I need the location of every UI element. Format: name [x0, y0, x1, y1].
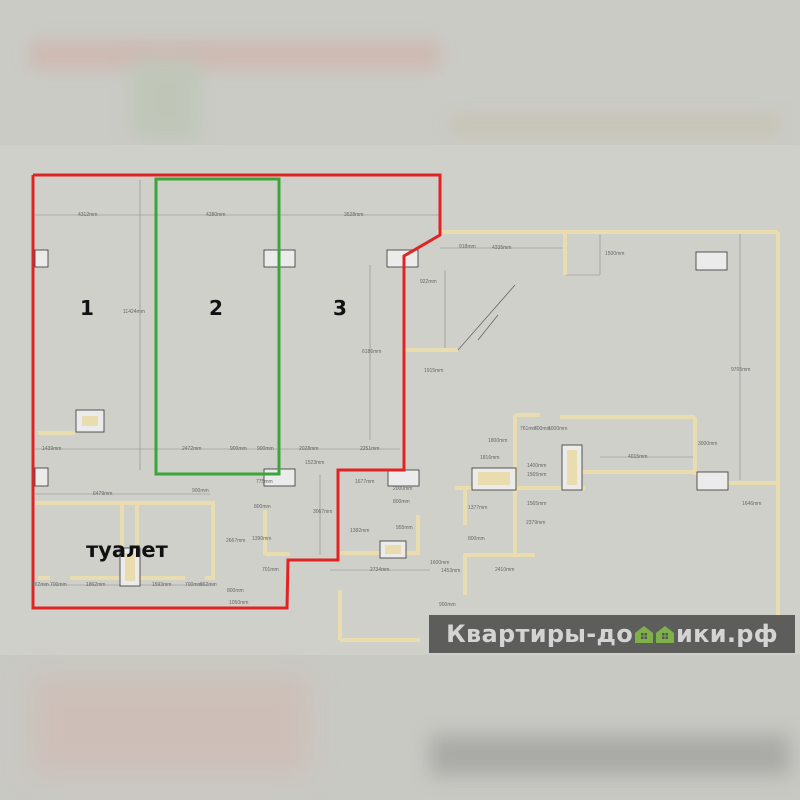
dim-label: 1915mm — [424, 368, 444, 374]
diagonal-wall — [457, 284, 516, 351]
dim-label: 700mm — [185, 582, 202, 588]
dim-label: 3528mm — [344, 212, 364, 218]
dim-label: 1439mm — [42, 446, 62, 452]
room-label-2: 2 — [209, 296, 223, 320]
dim-label: 761mm — [520, 426, 537, 432]
dim-label: 700mm — [534, 426, 551, 432]
dim-label: 922mm — [420, 279, 437, 285]
dim-label: 1400mm — [527, 463, 547, 469]
dim-label: 3000mm — [698, 441, 718, 447]
dimension-lines — [35, 180, 741, 586]
dim-label: 2472mm — [182, 446, 202, 452]
dim-label: 955mm — [396, 525, 413, 531]
dim-label: 800mm — [227, 588, 244, 594]
dim-label: 2410mm — [495, 567, 515, 573]
dim-label: 2000mm — [393, 486, 413, 492]
dim-label: 1593mm — [152, 582, 172, 588]
dim-label: 6479mm — [93, 491, 113, 497]
dim-label: 2667mm — [226, 538, 246, 544]
watermark-text-end: ики.рф — [676, 620, 778, 648]
dim-label: 900mm — [192, 488, 209, 494]
dim-label: 1565mm — [527, 501, 547, 507]
dim-label: 900mm — [257, 446, 274, 452]
green-outline — [154, 177, 281, 476]
dim-label: 900mm — [230, 446, 247, 452]
dim-label: 700mm — [50, 582, 67, 588]
blurred-top-area — [0, 0, 800, 145]
dim-label: 701mm — [262, 567, 279, 573]
dim-label: 1600mm — [430, 560, 450, 566]
dim-label: 1382mm — [350, 528, 370, 534]
room-label-3: 3 — [333, 296, 347, 320]
dim-label: 800mm — [254, 504, 271, 510]
dim-label: 1390mm — [252, 536, 272, 542]
dim-label: 918mm — [459, 244, 476, 250]
house-icon — [656, 626, 675, 643]
watermark-banner: Квартиры-до ики.рф — [429, 615, 795, 653]
dim-label: 800mm — [393, 499, 410, 505]
dim-label: 1377mm — [468, 505, 488, 511]
dim-label: 862mm — [32, 582, 49, 588]
dim-label: 4280mm — [206, 212, 226, 218]
dim-label: 1523mm — [305, 460, 325, 466]
blurred-bottom-area — [0, 655, 800, 800]
dim-label: 1000mm — [548, 426, 568, 432]
watermark-logo — [634, 624, 675, 644]
dim-label: 11424mm — [123, 309, 145, 315]
dim-label: 1646mm — [742, 501, 762, 507]
dim-label: 900mm — [439, 602, 456, 608]
dim-label: 1050mm — [229, 600, 249, 606]
dim-label: 2028mm — [299, 446, 319, 452]
dim-label: 4312mm — [78, 212, 98, 218]
stair-marks — [82, 416, 577, 581]
dim-label: 862mm — [200, 582, 217, 588]
red-outline — [31, 173, 442, 610]
dim-label: 1500mm — [605, 251, 625, 257]
walls — [35, 230, 780, 642]
room-label-toilet: туалет — [86, 538, 168, 562]
dim-label: 1800mm — [488, 438, 508, 444]
dim-label: 1862mm — [86, 582, 106, 588]
dim-label: 1565mm — [527, 472, 547, 478]
dim-label: 2251mm — [360, 446, 380, 452]
dim-label: 9765mm — [731, 367, 751, 373]
dim-label: 4015mm — [628, 454, 648, 460]
dim-label: 2379mm — [526, 520, 546, 526]
dim-label: 1453mm — [441, 568, 461, 574]
house-icon — [635, 626, 654, 643]
watermark-text-start: Квартиры-до — [446, 620, 634, 648]
dim-label: 2734mm — [370, 567, 390, 573]
dim-label: 775mm — [256, 479, 273, 485]
dim-label: 4335mm — [492, 245, 512, 251]
dim-label: 800mm — [468, 536, 485, 542]
dim-label: 6186mm — [362, 349, 382, 355]
dim-label: 1816mm — [480, 455, 500, 461]
dim-label: 3067mm — [313, 509, 333, 515]
room-label-1: 1 — [80, 296, 94, 320]
dim-label: 1677mm — [355, 479, 375, 485]
